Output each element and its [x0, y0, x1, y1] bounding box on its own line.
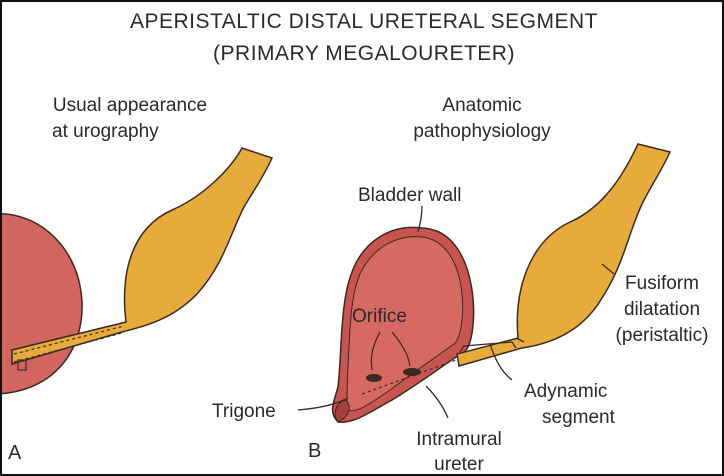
label-fusiform-line2: dilatation	[598, 298, 724, 321]
figure-title-line2: (PRIMARY MEGALOURETER)	[2, 42, 724, 65]
panel-a-illustration	[2, 148, 272, 394]
label-intramural-line1: Intramural	[394, 428, 524, 451]
panel-b-caption-line1: Anatomic	[382, 94, 582, 117]
panel-a-caption-line2: at urography	[52, 120, 159, 143]
label-orifice: Orifice	[352, 305, 407, 328]
intramural-pointer	[426, 386, 448, 418]
label-fusiform-line1: Fusiform	[598, 272, 724, 295]
label-intramural-line2: ureter	[394, 453, 524, 476]
panel-a-caption-line1: Usual appearance	[20, 94, 240, 117]
label-trigone: Trigone	[212, 400, 276, 423]
figure-title-line1: APERISTALTIC DISTAL URETERAL SEGMENT	[2, 10, 724, 33]
label-bladder-wall: Bladder wall	[358, 184, 462, 207]
orifice-right	[403, 368, 421, 376]
panel-a-bladder	[2, 214, 82, 394]
panel-b-letter: B	[308, 440, 321, 463]
panel-a-letter: A	[8, 442, 21, 465]
label-adynamic-line2: segment	[542, 406, 615, 429]
label-adynamic-line1: Adynamic	[524, 380, 607, 403]
panel-b-caption-line2: pathophysiology	[382, 120, 582, 143]
label-fusiform-line3: (peristaltic)	[598, 324, 724, 347]
orifice-left	[366, 374, 382, 382]
